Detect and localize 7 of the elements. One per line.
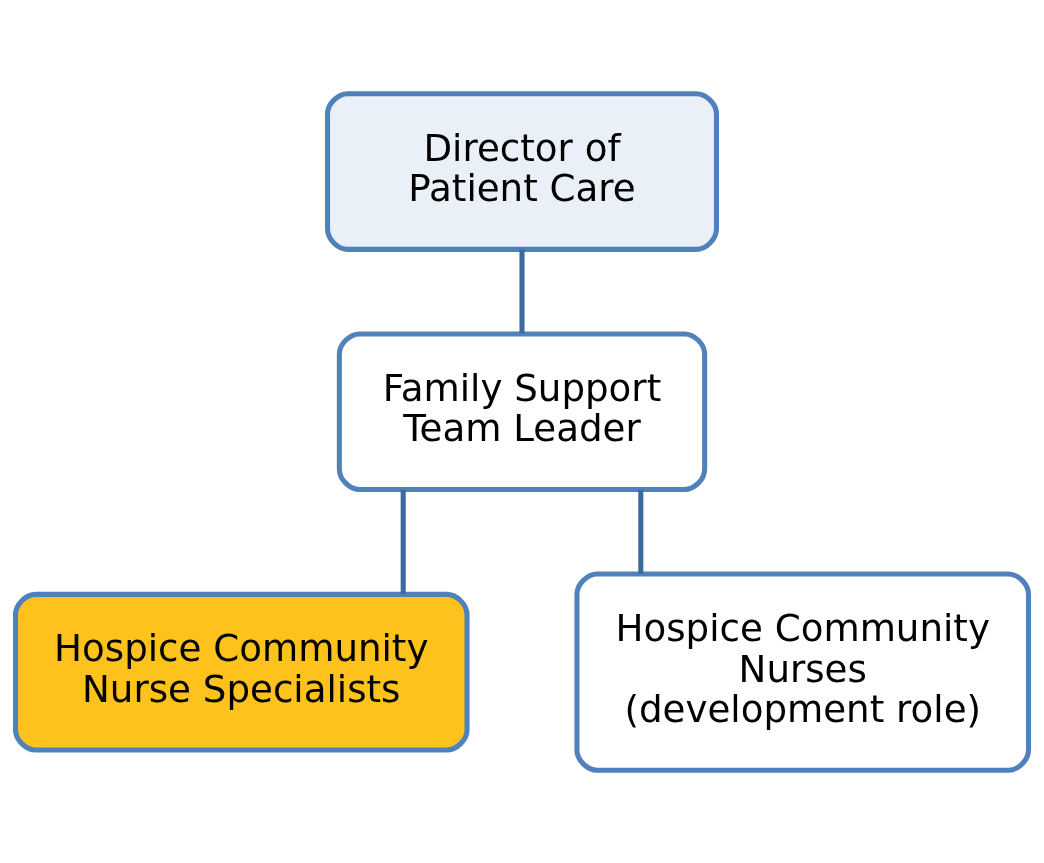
connector <box>400 489 406 594</box>
connector <box>519 249 525 333</box>
node-box: Director of Patient Care <box>324 90 720 252</box>
node-box: Hospice Community Nurse Specialists <box>12 591 470 752</box>
connector <box>638 489 644 574</box>
node-box: Family Support Team Leader <box>336 330 708 492</box>
node-box: Hospice Community Nurses (development role) <box>574 571 1032 773</box>
